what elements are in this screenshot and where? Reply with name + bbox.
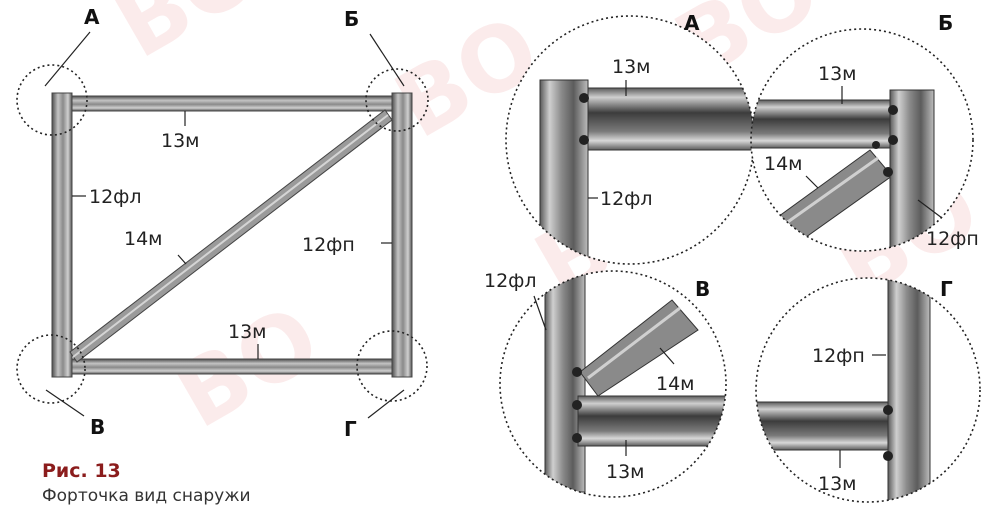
top-rail bbox=[59, 95, 413, 112]
corner-circle-v bbox=[16, 334, 86, 404]
bottom-rail bbox=[59, 358, 413, 375]
corner-label-v: В bbox=[90, 415, 105, 439]
detail-g-stile-label: 12фп bbox=[812, 345, 865, 367]
detail-v-diagonal-label: 14м bbox=[656, 373, 695, 395]
label-right-stile: 12фп bbox=[302, 234, 355, 256]
detail-b-rail-label: 13м bbox=[818, 63, 857, 85]
detail-a: А 13м 12фл bbox=[505, 11, 755, 265]
detail-g-title: Г bbox=[940, 277, 953, 301]
left-stile bbox=[51, 92, 73, 378]
right-stile bbox=[391, 92, 413, 378]
corner-circles bbox=[16, 64, 429, 404]
corner-circle-a bbox=[16, 64, 88, 136]
detail-b-stile-label: 12фп bbox=[926, 228, 979, 250]
detail-v-rail-label: 13м bbox=[606, 461, 645, 483]
detail-v-title: В bbox=[695, 277, 710, 301]
label-diagonal: 14м bbox=[124, 228, 163, 250]
detail-v-stile-label: 12фл bbox=[484, 270, 537, 292]
corner-label-g: Г bbox=[344, 417, 357, 441]
detail-b-diagonal-label: 14м bbox=[764, 153, 803, 175]
part-leaders bbox=[72, 111, 392, 359]
overview-frame bbox=[51, 92, 413, 378]
label-bottom-rail: 13м bbox=[228, 321, 267, 343]
corner-circle-g bbox=[356, 330, 428, 402]
detail-g-rail-label: 13м bbox=[818, 473, 857, 495]
corner-leaders bbox=[44, 31, 405, 419]
detail-a-title: А bbox=[684, 11, 700, 35]
label-top-rail: 13м bbox=[161, 130, 200, 152]
detail-a-rail-label: 13м bbox=[612, 56, 651, 78]
label-left-stile: 12фл bbox=[89, 186, 142, 208]
detail-a-stile-label: 12фл bbox=[600, 188, 653, 210]
detail-b-title: Б bbox=[938, 11, 953, 35]
figure-title: Рис. 13 bbox=[42, 460, 121, 482]
detail-g: Г 12фп 13м bbox=[755, 277, 981, 503]
figure-subtitle: Форточка вид снаружи bbox=[42, 486, 251, 506]
corner-circle-b bbox=[365, 68, 429, 132]
svg-text:BO: BO bbox=[99, 0, 277, 79]
corner-label-a: А bbox=[84, 5, 100, 29]
corner-label-b: Б bbox=[344, 7, 359, 31]
detail-v: В 12фл 14м 13м bbox=[484, 270, 727, 498]
